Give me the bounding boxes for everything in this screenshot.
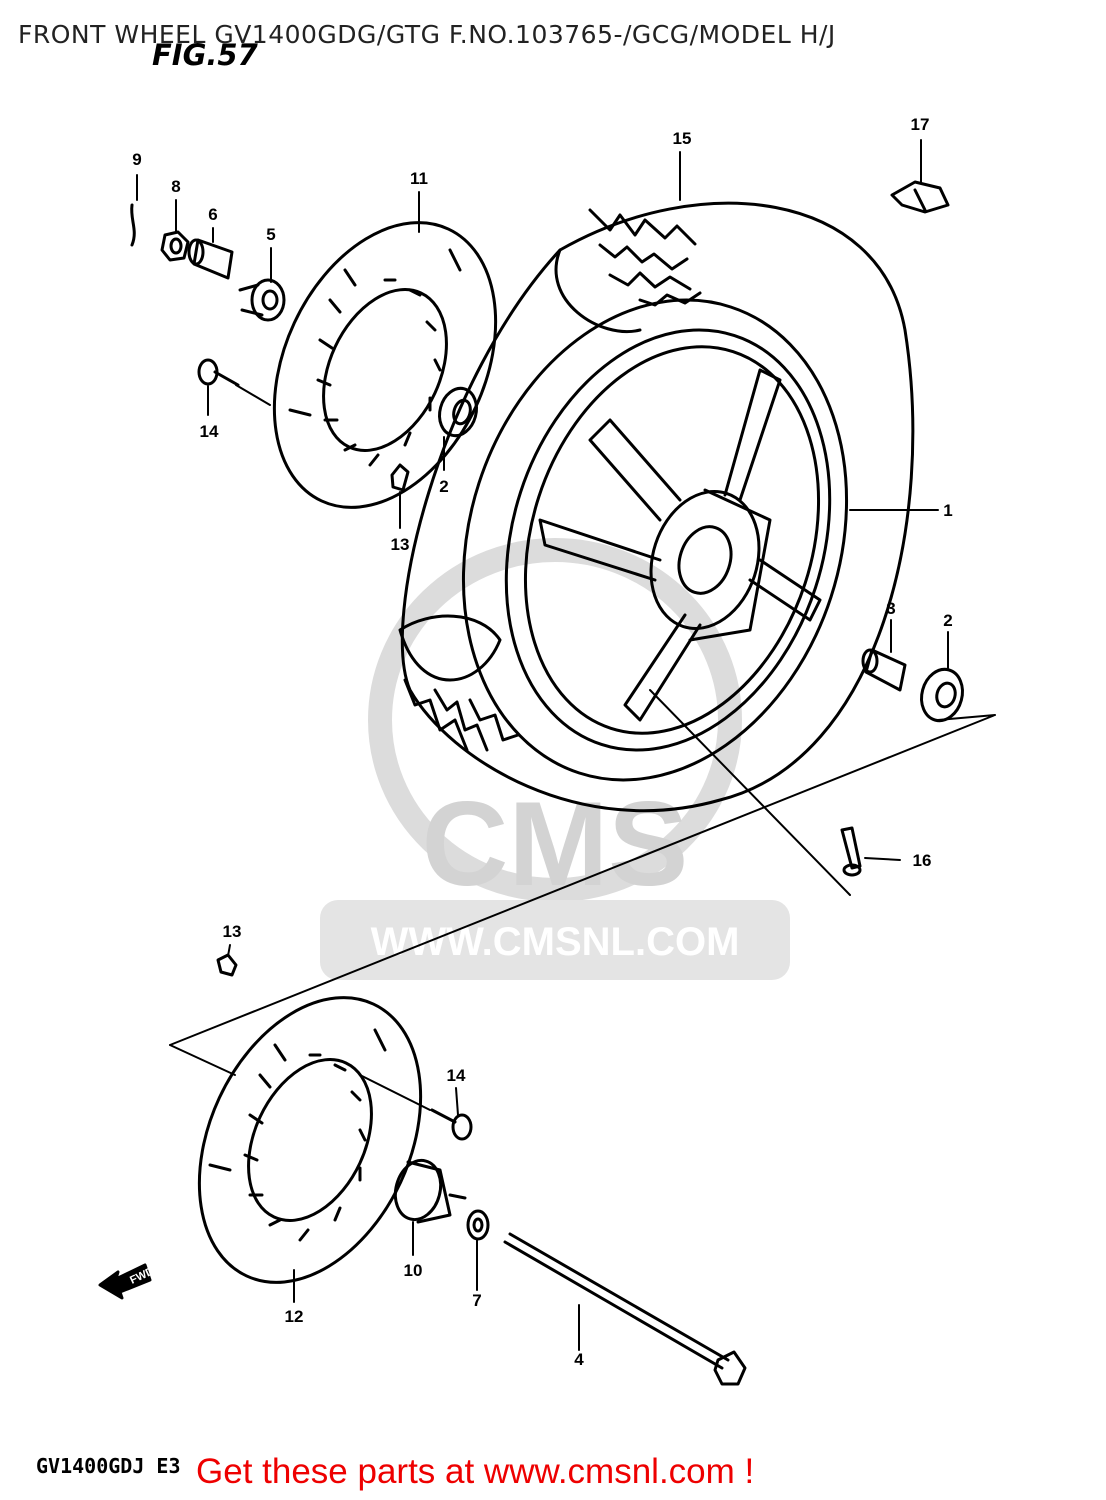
- part-label-6: 6: [208, 205, 217, 224]
- part-label-2-upper: 2: [439, 477, 448, 496]
- part-label-17: 17: [911, 115, 930, 134]
- part-label-15: 15: [673, 129, 692, 148]
- part-label-11: 11: [410, 169, 428, 188]
- part-label-14-upper: 14: [200, 422, 219, 441]
- lock-washer-lower: [216, 953, 238, 977]
- part-label-13-lower: 13: [223, 922, 242, 941]
- part-label-1: 1: [943, 501, 952, 520]
- forward-arrow-icon: [98, 1263, 152, 1300]
- balancer: [890, 180, 950, 214]
- part-label-10: 10: [404, 1261, 423, 1280]
- bolt-lower: [430, 1108, 473, 1141]
- page-title: FRONT WHEEL GV1400GDG/GTG F.NO.103765-/G…: [18, 20, 836, 49]
- bearing-upper: [438, 386, 478, 438]
- tire: [398, 201, 915, 813]
- leader-lines: [136, 139, 949, 1351]
- brake-disc-upper: [272, 221, 498, 509]
- part-label-14-lower: 14: [447, 1066, 466, 1085]
- speedometer-gearbox: [393, 1158, 467, 1224]
- part-label-7: 7: [472, 1291, 481, 1310]
- bearing-right: [920, 667, 964, 723]
- part-label-8: 8: [171, 177, 180, 196]
- footer-link-text[interactable]: Get these parts at www.cmsnl.com !: [196, 1452, 755, 1491]
- part-label-16: 16: [913, 851, 932, 870]
- part-label-2-right: 2: [943, 611, 952, 630]
- part-label-9: 9: [132, 150, 141, 169]
- watermark: CMS WWW.CMSNL.COM: [320, 538, 790, 980]
- axle-nut: [160, 230, 190, 262]
- watermark-url: WWW.CMSNL.COM: [371, 920, 740, 964]
- part-label-12: 12: [285, 1307, 304, 1326]
- tire-valve: [840, 826, 862, 877]
- brake-disc-lower: [197, 996, 423, 1284]
- diagram-code: GV1400GDJ E3: [36, 1454, 181, 1478]
- wheel: [504, 328, 832, 752]
- spacer: [861, 648, 907, 692]
- part-label-5: 5: [266, 225, 275, 244]
- figure-label: FIG.57: [152, 38, 258, 72]
- assembly-lines: [169, 384, 996, 1111]
- collar: [238, 278, 286, 322]
- spacer-6: [187, 238, 234, 280]
- part-label-3: 3: [886, 599, 895, 618]
- part-label-13-upper: 13: [391, 535, 410, 554]
- axle: [503, 1232, 747, 1386]
- bolt-upper: [197, 358, 240, 387]
- lock-washer-upper: [390, 463, 410, 492]
- washer: [466, 1209, 490, 1241]
- cotter-pin: [130, 203, 136, 247]
- watermark-brand: CMS: [422, 777, 689, 911]
- part-label-4: 4: [574, 1350, 584, 1369]
